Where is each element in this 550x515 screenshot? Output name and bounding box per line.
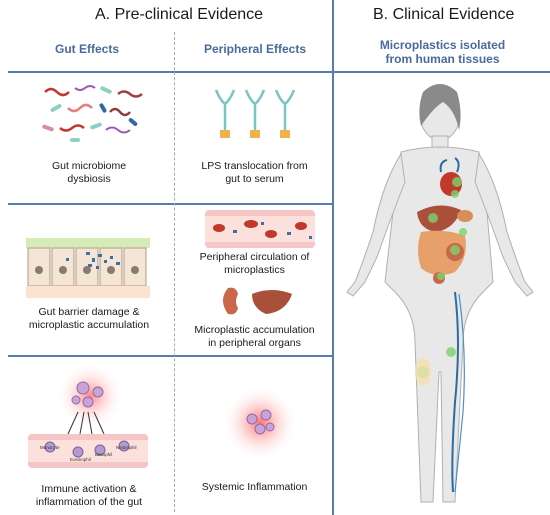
panel-b-subtitle-line2: from human tissues — [385, 52, 500, 66]
blood-vessel-illustration — [205, 210, 315, 248]
caption-circulation-line1: Peripheral circulation of — [199, 251, 310, 263]
gut-barrier-illustration — [26, 238, 150, 298]
human-body-illustration — [346, 84, 534, 503]
caption-microbiome-line1: Gut microbiome — [51, 160, 127, 172]
caption-immune-line1: Immune activation & — [41, 483, 137, 495]
microbiome-illustration — [42, 85, 143, 142]
panel-a-title: A. Pre-clinical Evidence — [95, 6, 264, 23]
knee-joint — [415, 358, 431, 386]
panel-b-subtitle: Microplastics isolated from human tissue… — [345, 38, 540, 66]
caption-lps-line1: LPS translocation from — [201, 160, 308, 172]
kidney-shape — [223, 287, 238, 315]
torso-legs-shape — [384, 146, 494, 503]
left-arm-shape — [346, 152, 406, 297]
row-divider-1 — [8, 203, 332, 205]
panel-b-title: B. Clinical Evidence — [373, 6, 515, 23]
panel-divider — [332, 0, 334, 515]
column-header-gut: Gut Effects — [54, 42, 119, 56]
caption-immune: Immune activation & inflammation of the … — [14, 483, 164, 509]
row-divider-top-right — [334, 71, 550, 73]
column-divider-dashed — [174, 32, 175, 512]
liver-shape — [252, 290, 292, 314]
caption-circulation-line2: microplastics — [224, 264, 285, 276]
label-eosinophil: Eosinophil — [70, 457, 91, 462]
caption-organ-accumulation-line2: in peripheral organs — [208, 337, 301, 349]
microplastic-markers — [417, 177, 467, 378]
caption-microbiome: Gut microbiome dysbiosis — [14, 160, 164, 186]
lps-molecules-illustration — [214, 89, 296, 138]
caption-systemic: Systemic Inflammation — [201, 481, 308, 493]
column-header-peripheral: Peripheral Effects — [203, 42, 307, 56]
caption-circulation: Peripheral circulation of microplastics — [182, 251, 327, 277]
hair-shape — [419, 84, 461, 130]
liver-organ — [417, 205, 461, 232]
caption-gut-barrier-line2: microplastic accumulation — [28, 319, 150, 331]
caption-microbiome-line2: dysbiosis — [67, 173, 111, 185]
label-monocyte: Monocyte — [40, 445, 60, 450]
row-divider-2 — [8, 355, 332, 357]
vein-line — [451, 291, 459, 493]
caption-organ-accumulation: Microplastic accumulation in peripheral … — [182, 324, 327, 350]
panel-b-subtitle-line1: Microplastics isolated — [379, 38, 506, 52]
label-basophil: Basophil — [95, 452, 113, 457]
caption-immune-line2: inflammation of the gut — [35, 496, 143, 508]
caption-lps-line2: gut to serum — [225, 173, 284, 185]
row-divider-top-left — [8, 71, 332, 73]
organs-group — [417, 157, 473, 284]
gut-immune-illustration — [28, 362, 148, 468]
systemic-glow — [222, 385, 298, 461]
caption-gut-barrier: Gut barrier damage & microplastic accumu… — [14, 306, 164, 332]
systemic-inflammation-illustration — [222, 385, 298, 461]
caption-organ-accumulation-line1: Microplastic accumulation — [194, 324, 315, 336]
caption-gut-barrier-line1: Gut barrier damage & — [38, 306, 140, 318]
label-neutrophil: Neutrophil — [116, 445, 137, 450]
caption-lps: LPS translocation from gut to serum — [182, 160, 327, 186]
intestines-shape — [418, 230, 466, 276]
organs-illustration — [223, 287, 292, 315]
inflammation-glow — [56, 362, 124, 430]
right-arm-shape — [474, 152, 534, 297]
